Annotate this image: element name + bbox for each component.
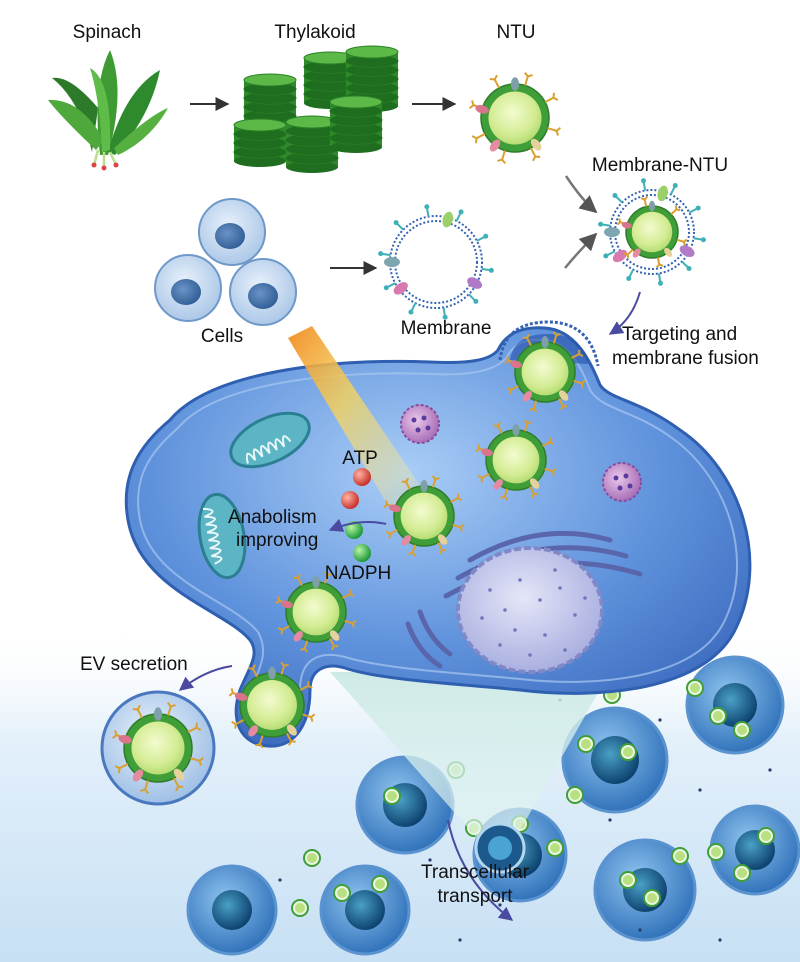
ntu-vesicle-icon <box>383 475 465 557</box>
transcellular-arrow <box>447 819 514 921</box>
ntu-vesicle-icon <box>371 875 389 893</box>
label-transcellular-line2: transport <box>437 886 513 907</box>
cell-icon <box>561 706 669 814</box>
label-atp: ATP <box>342 448 378 469</box>
spinach-icon <box>48 50 168 171</box>
light-beam <box>288 326 430 512</box>
arrow-anabolism <box>328 518 387 532</box>
fusing-membrane <box>498 320 600 367</box>
ntu-vesicle-icon <box>566 786 584 804</box>
label-anabolism-line2: improving <box>236 530 319 551</box>
label-membrane-ntu: Membrane-NTU <box>591 155 729 176</box>
ntu-vesicle-icon <box>671 847 689 865</box>
nucleus-icon <box>456 546 604 674</box>
membrane-vesicle-icon <box>378 204 494 320</box>
transcellular-cone <box>330 672 610 848</box>
ntu-vesicle-icon <box>757 827 775 845</box>
ntu-vesicle-icon <box>111 701 205 795</box>
label-spinach: Spinach <box>72 22 142 43</box>
nadph-molecule <box>353 544 371 562</box>
cell-icon <box>186 864 278 956</box>
ntu-vesicle-icon <box>733 721 751 739</box>
ntu-vesicle-icon <box>468 71 562 165</box>
label-anabolism-line1: Anabolism <box>228 507 317 528</box>
label-ev-secretion: EV secretion <box>80 654 188 675</box>
ntu-vesicle-icon <box>303 849 321 867</box>
label-targeting-line2: membrane fusion <box>612 348 759 369</box>
intracellular-ntus <box>228 320 600 749</box>
ntu-vesicle-icon <box>275 571 357 653</box>
mitochondrion-icon <box>197 492 247 580</box>
main-cell-inner-ring <box>137 338 738 736</box>
label-nadph: NADPH <box>324 563 392 584</box>
cell-icon <box>319 864 411 956</box>
ntu-vesicle-icon <box>619 743 637 761</box>
transcellular-target-cell <box>474 822 526 874</box>
nadph-molecule <box>345 521 363 539</box>
thylakoid-stack-icon <box>233 118 287 167</box>
cell-icon <box>593 838 697 942</box>
lysosome-icon <box>400 404 440 444</box>
label-cells: Cells <box>200 326 244 347</box>
cell-icon <box>685 655 785 755</box>
ntu-vesicle-icon <box>228 661 316 749</box>
ntu-vesicle-icon <box>291 899 309 917</box>
atp-molecule <box>341 491 359 509</box>
atp-molecule <box>353 468 371 486</box>
ntu-vesicle-icon <box>643 889 661 907</box>
thylakoid-stack-icon <box>233 45 399 173</box>
arrow-membrane-to-membrane-ntu <box>564 232 598 269</box>
cell-icon <box>154 254 222 322</box>
ntu-vesicle-icon <box>686 679 704 697</box>
arrow-ev-secretion <box>178 665 233 691</box>
source-cells <box>154 198 297 326</box>
cell-icon <box>198 198 266 266</box>
ntu-vesicle-icon <box>383 787 401 805</box>
label-membrane: Membrane <box>400 318 492 339</box>
lysosome-icon <box>602 462 642 502</box>
thylakoid-stack-icon <box>303 51 357 109</box>
label-thylakoid: Thylakoid <box>274 22 356 43</box>
arrow-ntu-to-membrane-ntu <box>564 175 598 214</box>
ntu-vesicle-icon <box>619 871 637 889</box>
label-transcellular-line1: Transcellular <box>420 862 530 883</box>
ntu-vesicle-icon <box>709 707 727 725</box>
label-targeting-line1: Targeting and <box>622 324 738 345</box>
ntu-vesicle-icon <box>707 843 725 861</box>
thylakoid-stack-icon <box>285 115 339 173</box>
ntu-vesicle-icon <box>733 864 751 882</box>
arrow-targeting <box>608 291 641 335</box>
thylakoid-stack-icon <box>329 95 383 153</box>
ntu-vesicle-icon <box>475 419 557 501</box>
mitochondrion-icon <box>229 411 311 469</box>
ntu-vesicle-icon <box>468 71 562 165</box>
cell-icon <box>229 258 297 326</box>
ntu-vesicle-icon <box>546 839 564 857</box>
ntu-vesicle-icon <box>577 735 595 753</box>
ntu-vesicle-icon <box>504 331 586 413</box>
ntu-vesicle-icon <box>333 884 351 902</box>
membrane-ntu-icon <box>598 178 706 286</box>
ntu-vesicle-icon <box>616 196 688 268</box>
label-ntu: NTU <box>496 22 536 43</box>
